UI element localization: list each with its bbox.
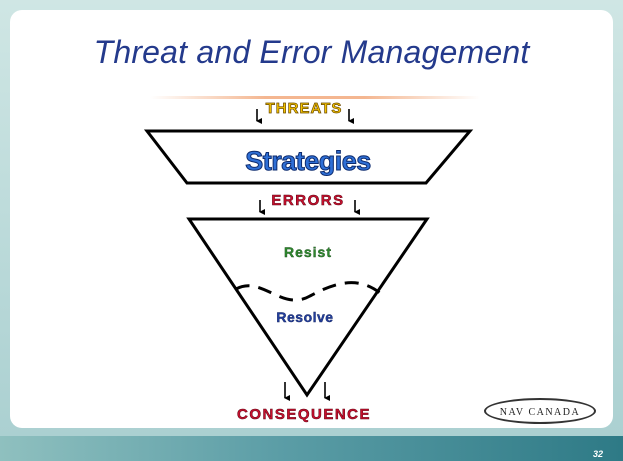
- strategies-funnel: [143, 129, 474, 185]
- resist-resolve-divider: [235, 281, 381, 302]
- error-triangle: [186, 217, 430, 398]
- title-underline: [150, 96, 480, 99]
- errors-label: ERRORS: [271, 192, 344, 209]
- slide-title: Threat and Error Management: [93, 34, 530, 70]
- resist-label: Resist: [284, 244, 332, 260]
- resolve-label: Resolve: [276, 309, 333, 325]
- page-number: 32: [592, 449, 603, 459]
- nav-canada-logo: NAV CANADA: [484, 398, 596, 424]
- consequence-label: CONSEQUENCE: [237, 406, 371, 423]
- threats-label: THREATS: [266, 100, 343, 117]
- strategies-label: Strategies: [245, 146, 371, 176]
- footer-bar: [0, 436, 623, 461]
